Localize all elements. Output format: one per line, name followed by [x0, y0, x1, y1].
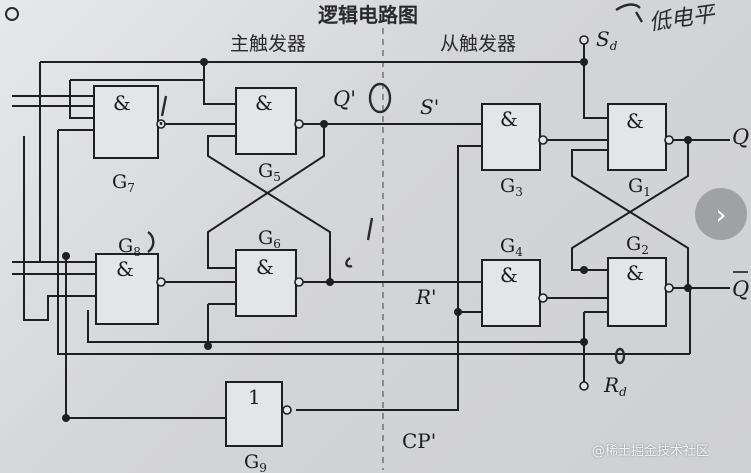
gate-g5: & G5 [235, 87, 304, 184]
svg-text:G7: G7 [112, 171, 135, 195]
svg-text:G1: G1 [628, 175, 651, 199]
gate-g4: & G4 [481, 235, 548, 327]
svg-text:&: & [255, 91, 273, 115]
r-prime-label: R' [415, 285, 437, 309]
junction-dots [62, 58, 692, 422]
corner-circle-mark [5, 7, 19, 21]
diagram-title: 逻辑电路图 [318, 3, 418, 27]
rd-terminal [579, 381, 589, 391]
slave-section-label: 从触发器 [440, 33, 516, 55]
svg-text:&: & [113, 91, 131, 115]
svg-text:1: 1 [248, 385, 261, 409]
svg-text:G6: G6 [258, 227, 281, 251]
svg-text:G8: G8 [118, 235, 141, 259]
s-prime-label: S' [420, 95, 439, 119]
svg-text:G2: G2 [626, 233, 649, 257]
master-section-label: 主触发器 [230, 33, 306, 55]
gate-g9: 1 G9 [225, 381, 292, 473]
gate-g1: & G1 [607, 103, 674, 199]
svg-text:&: & [500, 107, 518, 131]
sd-terminal [579, 35, 589, 45]
cp-prime-label: CP' [402, 429, 436, 453]
next-image-button[interactable]: › [695, 188, 747, 240]
svg-text:&: & [256, 255, 274, 279]
svg-text:Q: Q [732, 277, 749, 301]
svg-text:&: & [626, 109, 644, 133]
gate-g2: & G2 [607, 233, 674, 327]
gate-g3: & G3 [481, 103, 548, 199]
svg-text:G9: G9 [244, 451, 267, 473]
svg-text:G3: G3 [500, 175, 523, 199]
gate-g7: & G7 [93, 85, 166, 195]
svg-text:G5: G5 [258, 160, 281, 184]
watermark: @稀土掘金技术社区 [592, 444, 710, 459]
gate-g8: & G8 [95, 235, 166, 325]
chevron-right-icon: › [715, 197, 727, 231]
svg-text:G4: G4 [500, 235, 523, 259]
q-output-label: Q [732, 125, 749, 149]
circuit-wires [12, 44, 730, 419]
q-prime-label: Q' [333, 87, 356, 111]
gate-g6: & G6 [235, 227, 304, 317]
rd-label: Rd [603, 373, 627, 399]
handwritten-annotation: 低电平 [647, 2, 718, 36]
q-bar-output-label: Q [732, 271, 749, 301]
handwritten-marks [147, 3, 644, 365]
svg-text:&: & [500, 263, 518, 287]
sd-label: Sd [596, 27, 618, 53]
svg-text:&: & [626, 261, 644, 285]
svg-text:&: & [116, 257, 134, 281]
